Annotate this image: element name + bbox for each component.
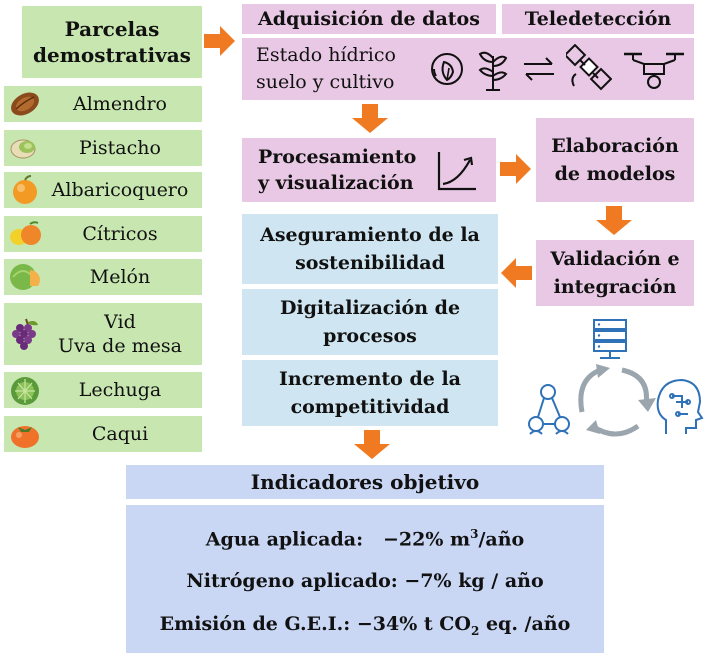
chart-growth-icon [437, 152, 476, 191]
grapes-icon [12, 318, 38, 350]
arrow-right-1 [204, 26, 235, 56]
crop-label: Almendro [73, 93, 167, 115]
network-icon [528, 384, 570, 435]
procesamiento-line2: y visualización [258, 172, 414, 194]
crop-item-almendro: Almendro [4, 86, 202, 122]
elaboracion-box: Elaboración de modelos [536, 118, 694, 202]
citrus-icon [10, 221, 41, 245]
crop-item-vid: Vid Uva de mesa [4, 303, 202, 365]
crop-label: Lechuga [78, 379, 162, 401]
elaboracion-line1: Elaboración [551, 135, 679, 157]
emision-sub: 2 [470, 623, 480, 638]
exchange-arrows-icon [524, 57, 554, 81]
incremento-line1: Incremento de la [279, 368, 461, 390]
incremento-box: Incremento de la competitividad [242, 360, 498, 426]
almond-icon [11, 92, 39, 116]
arrow-left-1 [501, 258, 532, 288]
arrow-down-3 [354, 430, 390, 459]
arrow-right-2 [500, 154, 531, 184]
teledeteccion-title-box: Teledetección [502, 4, 694, 34]
crop-item-lechuga: Lechuga [4, 372, 202, 408]
adquisicion-title-box: Adquisición de datos [242, 4, 496, 34]
nitrogeno-value: −7% kg / año [404, 570, 544, 592]
adquisicion-body-box: Estado hídrico suelo y cultivo [242, 38, 694, 100]
indicador-agua: Agua aplicada: −22% m3/año [126, 527, 604, 550]
crop-item-albaricoquero: Albaricoquero [4, 172, 202, 208]
parcelas-title-box: Parcelas demostrativas [22, 6, 202, 78]
indicadores-title-box: Indicadores objetivo [126, 465, 604, 499]
satellite-icon [566, 44, 612, 91]
crop-item-melon: Melón [4, 259, 202, 295]
digitalizacion-box: Digitalización de procesos [242, 289, 498, 355]
teledeteccion-title: Teledetección [524, 8, 672, 30]
incremento-line2: competitividad [290, 396, 450, 418]
drone-icon [624, 52, 684, 89]
adquisicion-title: Adquisición de datos [258, 8, 480, 30]
crop-label: Cítricos [82, 223, 158, 245]
aseguramiento-line2: sostenibilidad [295, 252, 445, 274]
adquisicion-body-line1: Estado hídrico [256, 44, 396, 66]
crop-label: Caqui [91, 423, 149, 445]
persimmon-icon [11, 426, 39, 448]
validacion-line2: integración [553, 276, 677, 298]
integration-cycle-icon [528, 319, 704, 437]
soil-leaf-icon [431, 53, 463, 85]
ai-head-icon [656, 378, 704, 434]
digitalizacion-line2: procesos [323, 325, 417, 347]
pistachio-icon [10, 139, 36, 159]
agua-value: −22% m [382, 528, 471, 551]
parcelas-title-line2: demostrativas [33, 43, 191, 67]
adquisicion-body-line2: suelo y cultivo [256, 71, 395, 93]
crop-label-line2: Uva de mesa [58, 335, 182, 357]
agua-sup: 3 [470, 527, 479, 541]
nitrogeno-label: Nitrógeno aplicado: [186, 570, 398, 592]
lettuce-icon [11, 377, 39, 405]
crop-label: Albaricoquero [51, 179, 189, 201]
aseguramiento-line1: Aseguramiento de la [260, 224, 480, 246]
indicadores-body-box [126, 505, 604, 653]
crop-label: Melón [89, 266, 151, 288]
crop-item-caqui: Caqui [4, 416, 202, 452]
emision-value: −34% t CO [356, 613, 471, 635]
digitalizacion-line1: Digitalización de [279, 297, 461, 319]
agua-unit: /año [478, 528, 525, 551]
cycle-arrows-icon [578, 367, 649, 437]
agua-label: Agua aplicada: [205, 528, 364, 551]
crop-item-citricos: Cítricos [4, 216, 202, 252]
aseguramiento-box: Aseguramiento de la sostenibilidad [242, 214, 498, 284]
apricot-icon [13, 175, 37, 204]
crop-label-line1: Vid [104, 311, 136, 333]
crop-label: Pistacho [79, 137, 161, 159]
indicador-emision: Emisión de G.E.I.: −34% t CO2 eq. /año [126, 613, 604, 638]
crop-item-pistacho: Pistacho [4, 130, 202, 166]
server-icon [593, 319, 627, 359]
emision-label: Emisión de G.E.I.: [159, 613, 351, 635]
plant-icon [478, 51, 508, 91]
arrow-down-1 [352, 104, 388, 133]
validacion-line1: Validación e [550, 248, 680, 270]
indicador-nitrogeno: Nitrógeno aplicado: −7% kg / año [126, 570, 604, 592]
elaboracion-line2: de modelos [554, 163, 676, 185]
emision-unit: eq. /año [479, 613, 571, 635]
validacion-box: Validación e integración [536, 240, 694, 306]
indicadores-title: Indicadores objetivo [250, 470, 480, 494]
procesamiento-box: Procesamiento y visualización [242, 138, 496, 202]
melon-icon [10, 264, 40, 290]
parcelas-title-line1: Parcelas [64, 17, 160, 41]
procesamiento-line1: Procesamiento [258, 146, 417, 168]
arrow-down-2 [596, 206, 632, 235]
